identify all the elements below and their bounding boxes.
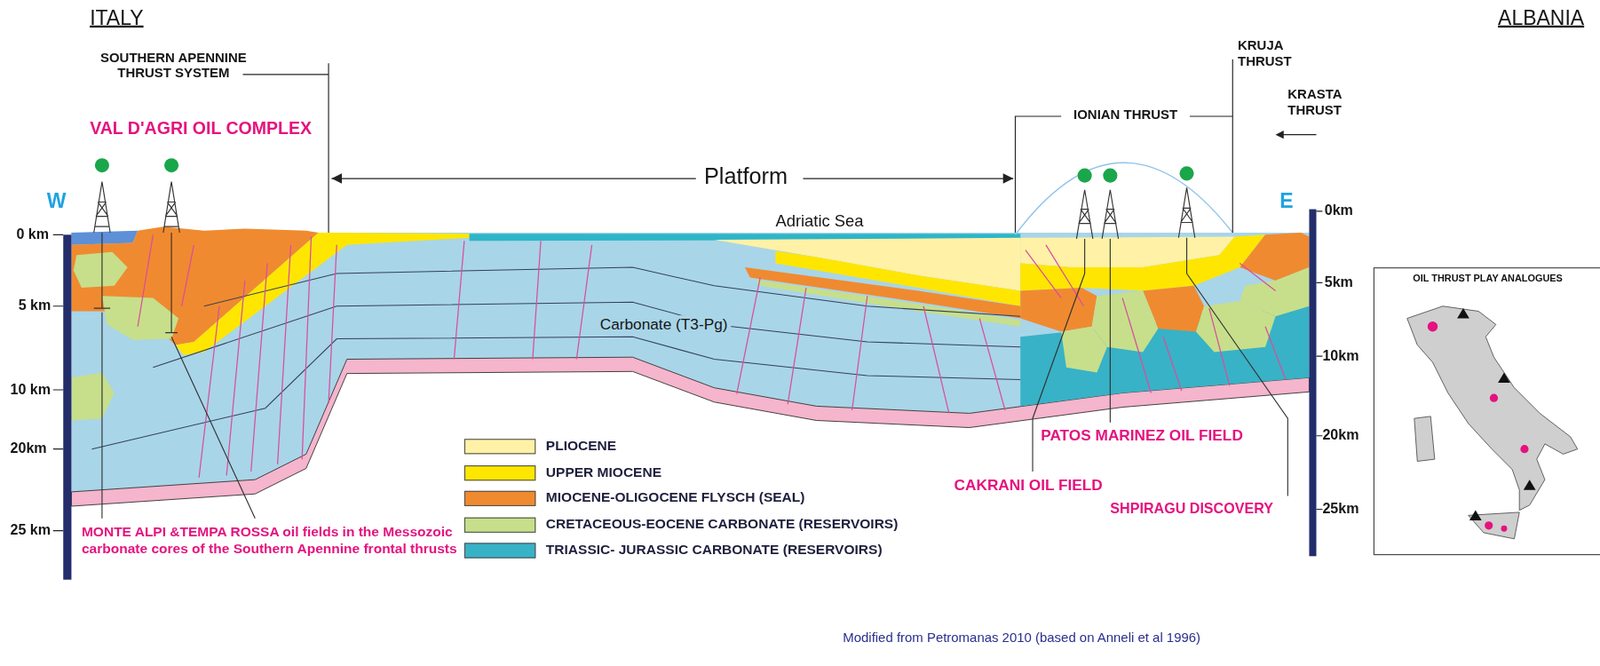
- legend-text: TRIASSIC- JURASSIC CARBONATE (RESERVOIRS…: [546, 541, 883, 558]
- legend-text: MIOCENE-OLIGOCENE FLYSCH (SEAL): [546, 490, 806, 507]
- depth-label: 25km: [1322, 499, 1359, 516]
- depth-label: 10km: [1322, 347, 1359, 364]
- depth-label: 5km: [1324, 273, 1354, 290]
- legend-text: PLIOCENE: [546, 437, 617, 454]
- legend-text: UPPER MIOCENE: [546, 463, 662, 480]
- legend-swatch: [464, 438, 536, 454]
- oil-complex-label: VAL D'AGRI OIL COMPLEX: [89, 118, 312, 138]
- country-label: ALBANIA: [1497, 6, 1585, 30]
- platform-label: Platform: [704, 163, 788, 190]
- compass-label: E: [1279, 190, 1293, 214]
- source-caption: Modified from Petromanas 2010 (based on …: [842, 630, 1201, 646]
- thrust-label: KRUJA THRUST: [1237, 39, 1301, 70]
- legend-swatch: [464, 516, 536, 532]
- depth-label: 0 km: [15, 225, 49, 242]
- oil-field-label: CAKRANI OIL FIELD: [954, 475, 1103, 494]
- depth-label: 20km: [9, 439, 47, 456]
- depth-label: 20km: [1322, 426, 1359, 443]
- legend-text: CRETACEOUS-EOCENE CARBONATE (RESERVOIRS): [546, 515, 899, 532]
- depth-label: 25 km: [9, 521, 51, 538]
- oil-field-label: PATOS MARINEZ OIL FIELD: [1040, 426, 1244, 444]
- inset-heading: OIL THRUST PLAY ANALOGUES: [1374, 268, 1600, 285]
- thrust-label: IONIAN THRUST: [1061, 108, 1190, 124]
- legend-swatch: [464, 491, 536, 507]
- depth-label: 10 km: [9, 380, 51, 397]
- unit-label: Carbonate (T3-Pg): [596, 315, 731, 333]
- depth-label: 0km: [1324, 202, 1354, 219]
- oil-field-note: MONTE ALPI &TEMPA ROSSA oil fields in th…: [81, 524, 462, 557]
- compass-label: W: [47, 190, 67, 214]
- legend-swatch: [464, 542, 536, 558]
- oil-field-label: SHPIRAGU DISCOVERY: [1109, 499, 1274, 516]
- thrust-label: KRASTA THRUST: [1287, 87, 1354, 119]
- legend-swatch: [464, 464, 536, 480]
- sea-label: Adriatic Sea: [775, 212, 864, 231]
- country-label: ITALY: [89, 6, 143, 30]
- thrust-system-label: SOUTHERN APENNINE THRUST SYSTEM: [73, 50, 274, 81]
- inset-map-box: OIL THRUST PLAY ANALOGUES: [1373, 267, 1600, 555]
- depth-label: 5 km: [18, 296, 52, 313]
